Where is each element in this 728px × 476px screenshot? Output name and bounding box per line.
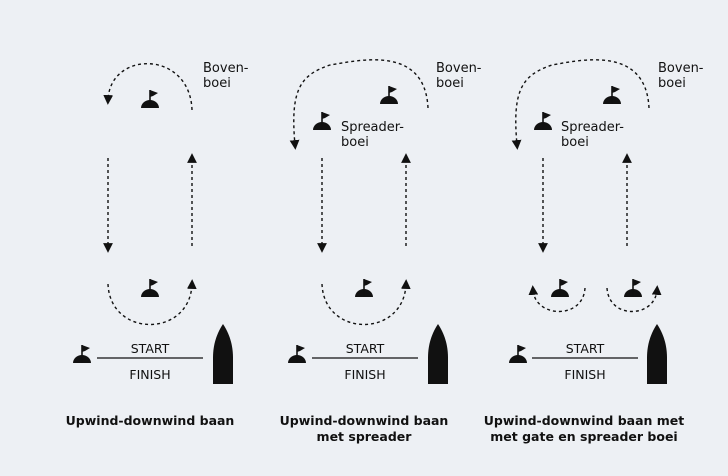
top-buoy-label-line1: Boven- (203, 61, 249, 76)
panel-upwind-downwind: Boven- boei START FINISH Upwind-downwind… (66, 61, 249, 428)
spreader-label-line2: boei (341, 135, 369, 150)
spreader-label-line2: boei (561, 135, 589, 150)
gate-buoy-left-icon (550, 278, 570, 298)
top-buoy-label-line2: boei (436, 76, 464, 91)
gate-arrow-right (606, 285, 662, 313)
spreader-label-line1: Spreader- (561, 120, 624, 135)
top-buoy-label-line2: boei (658, 76, 686, 91)
top-buoy-icon (379, 85, 399, 105)
pin-buoy-icon (72, 344, 92, 364)
bottom-buoy-icon (140, 278, 160, 298)
top-buoy-label-line2: boei (203, 76, 231, 91)
finish-label: FINISH (564, 367, 605, 382)
spreader-buoy-icon (533, 111, 553, 131)
committee-boat-icon (428, 324, 448, 384)
caption-line1: Upwind-downwind baan (280, 413, 449, 428)
committee-boat-icon (213, 324, 233, 384)
start-label: START (131, 341, 170, 356)
committee-boat-icon (647, 324, 667, 384)
top-buoy-icon (602, 85, 622, 105)
finish-label: FINISH (344, 367, 385, 382)
finish-label: FINISH (129, 367, 170, 382)
top-buoy-icon (140, 89, 160, 109)
spreader-buoy-icon (312, 111, 332, 131)
gate-buoy-right-icon (623, 278, 643, 298)
top-buoy-label-line1: Boven- (436, 61, 482, 76)
panel-upwind-downwind-gate-spreader: Boven- boei Spreader- boei START FINISH … (484, 59, 704, 444)
caption: Upwind-downwind baan (66, 413, 235, 428)
caption-line2: met spreader (317, 429, 413, 444)
pin-buoy-icon (287, 344, 307, 364)
bottom-buoy-icon (354, 278, 374, 298)
pin-buoy-icon (508, 344, 528, 364)
gate-arrow-left (528, 285, 586, 313)
caption-line1: Upwind-downwind baan met (484, 413, 685, 428)
top-buoy-label-line1: Boven- (658, 61, 704, 76)
spreader-label-line1: Spreader- (341, 120, 404, 135)
rounding-arrow-top (289, 59, 429, 150)
rounding-arrow-top (103, 63, 193, 111)
panel-upwind-downwind-spreader: Boven- boei Spreader- boei START FINISH … (280, 59, 482, 444)
caption-line2: met gate en spreader boei (490, 429, 677, 444)
start-label: START (566, 341, 605, 356)
start-label: START (346, 341, 385, 356)
